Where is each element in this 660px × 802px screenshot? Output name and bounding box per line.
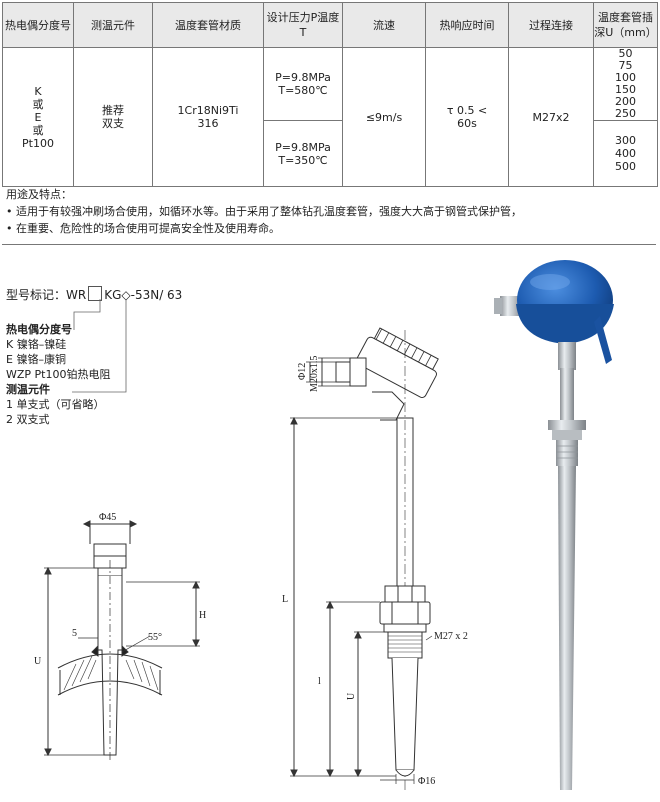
header-response: 热响应时间: [425, 2, 509, 48]
product-render: [494, 260, 614, 790]
header-depth: 温度套管插深U（mm）: [593, 2, 658, 48]
header-velocity: 流速: [342, 2, 426, 48]
dim-u-left: U: [34, 656, 42, 667]
dim-5: 5: [72, 628, 77, 639]
model-prefix: 型号标记：WR: [6, 288, 87, 302]
legend-e: E 镍铬–康铜: [6, 353, 66, 366]
dim-phi16: Φ16: [418, 776, 435, 787]
legend-wzp: WZP Pt100铂热电阻: [6, 368, 111, 381]
model-legend: 热电偶分度号 K 镍铬–镍硅 E 镍铬–康铜 WZP Pt100铂热电阻 测温元…: [6, 322, 110, 427]
dim-m20: M20x1.5: [309, 356, 320, 392]
cell-response: τ 0.5 <60s: [425, 47, 509, 187]
cell-velocity: ≤9m/s: [342, 47, 426, 187]
usage-title: 用途及特点：: [6, 188, 72, 201]
leader-line-2: [72, 299, 127, 393]
dim-55: 55°: [148, 632, 162, 643]
usage-border: [2, 180, 656, 245]
left-section-drawing: Φ45 H 5 55: [34, 512, 206, 760]
dim-L: L: [282, 594, 288, 605]
leader-line-1: [73, 299, 101, 330]
dim-l: l: [318, 676, 321, 687]
model-middle: KG◇-53N/ 63: [104, 288, 183, 302]
header-graduation: 热电偶分度号: [2, 2, 74, 48]
model-code: 型号标记：WR KG◇-53N/ 63: [6, 286, 182, 303]
spec-table: 热电偶分度号 测温元件 温度套管材质 设计压力P温度T 流速 热响应时间 过程连…: [2, 2, 658, 187]
cell-element: 推荐双支: [73, 47, 153, 187]
dim-phi45: Φ45: [99, 512, 116, 523]
legend-k: K 镍铬–镍硅: [6, 338, 67, 351]
legend-double: 2 双支式: [6, 413, 50, 426]
legend-single: 1 单支式（可省略）: [6, 398, 105, 411]
usage-line-2: • 在重要、危险性的场合使用可提高安全性及使用寿命。: [6, 222, 280, 235]
dim-u-mid: U: [346, 692, 357, 700]
dim-phi12: Φ12: [297, 363, 308, 380]
dim-m27: M27 x 2: [434, 631, 468, 642]
dim-h: H: [199, 610, 206, 621]
usage-line-1: • 适用于有较强冲刷场合使用，如循环水等。由于采用了整体钻孔温度套管，强度大大高…: [6, 205, 522, 218]
table-header-row: 热电偶分度号 测温元件 温度套管材质 设计压力P温度T 流速 热响应时间 过程连…: [2, 2, 658, 48]
legend-heading-element: 测温元件: [6, 383, 50, 396]
header-connection: 过程连接: [508, 2, 594, 48]
legend-heading-graduation: 热电偶分度号: [6, 323, 72, 336]
cell-connection: M27x2: [508, 47, 594, 187]
middle-assembly-drawing: M20x1.5 Φ12 L M27 x 2 l U Φ16: [282, 327, 468, 790]
usage-section: 用途及特点： • 适用于有较强冲刷场合使用，如循环水等。由于采用了整体钻孔温度套…: [6, 186, 522, 237]
model-blank-box: [88, 286, 103, 301]
